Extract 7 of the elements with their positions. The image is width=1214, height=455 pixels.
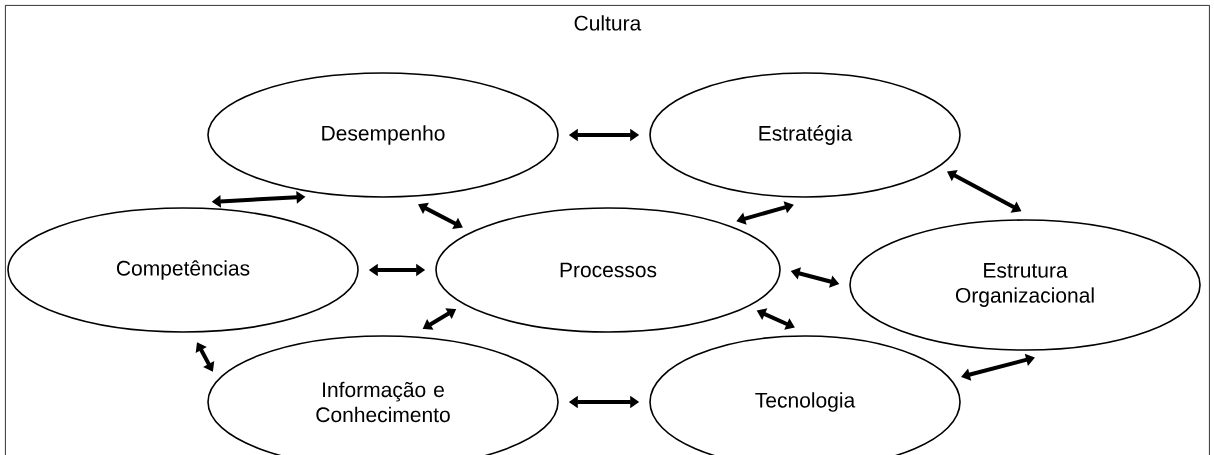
ellipse-node: Estratégia	[649, 72, 961, 198]
ellipse-node: Competências	[7, 207, 359, 333]
ellipse-node: Desempenho	[207, 72, 559, 198]
double-arrow	[195, 342, 215, 372]
double-arrow	[961, 353, 1035, 381]
ellipse-node: Processos	[435, 207, 781, 333]
ellipse-node: Estrutura Organizacional	[849, 219, 1201, 351]
